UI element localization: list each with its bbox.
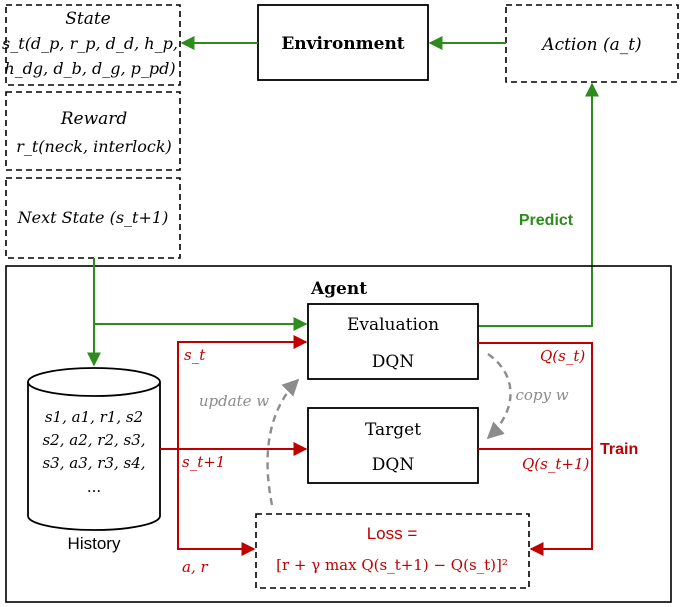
action-box — [505, 4, 679, 83]
history-database — [27, 367, 161, 531]
arrow-update-w — [266, 378, 300, 506]
edge-label-st1: s_t+1 — [182, 453, 225, 471]
arrow-history-st-to-evaluation — [177, 335, 308, 449]
evaluation-line-2: DQN — [372, 352, 415, 372]
history-row-4: ... — [87, 478, 101, 496]
target-line-2: DQN — [372, 455, 415, 475]
reward-line-1: r_t(neck, interlock) — [16, 137, 172, 156]
loss-formula: [r + γ max Q(s_t+1) − Q(s_t)]² — [276, 556, 508, 574]
update-w-label: update w — [199, 392, 269, 410]
train-label: Train — [600, 441, 638, 458]
edge-label-ar: a, r — [182, 558, 208, 576]
agent-box — [5, 265, 672, 603]
target-line-1: Target — [365, 420, 421, 440]
target-dqn-box — [307, 407, 479, 484]
edge-label-st: s_t — [184, 346, 206, 364]
history-label: History — [68, 534, 121, 553]
next-state-label: Next State (s_t+1) — [17, 208, 169, 227]
state-line-2: h_dg, d_b, d_g, p_pd) — [4, 59, 175, 78]
evaluation-dqn-box — [307, 303, 479, 380]
action-label: Action (a_t) — [540, 35, 641, 55]
copy-w-label: copy w — [515, 386, 568, 404]
environment-label: Environment — [281, 34, 404, 54]
arrow-evaluation-to-action — [478, 82, 599, 327]
agent-label: Agent — [310, 279, 367, 299]
state-title: State — [65, 9, 111, 29]
loss-title: Loss = — [367, 524, 418, 543]
edge-label-q-st: Q(s_t) — [540, 347, 585, 365]
history-row-2: s2, a2, r2, s3, — [42, 431, 145, 449]
arrow-evaluation-q-to-loss — [478, 342, 593, 556]
edge-label-q-st1: Q(s_t+1) — [522, 455, 589, 473]
evaluation-line-1: Evaluation — [347, 315, 439, 335]
reward-title: Reward — [60, 109, 128, 129]
loss-box — [255, 513, 530, 589]
reward-box — [5, 91, 181, 171]
arrow-copy-w — [486, 353, 512, 440]
history-row-1: s1, a1, r1, s2 — [45, 408, 143, 426]
state-line-1: s_t(d_p, r_p, d_d, h_p, — [2, 34, 178, 53]
state-box — [5, 4, 181, 86]
history-row-3: s3, a3, r3, s4, — [42, 454, 145, 472]
arrow-history-ar-to-loss — [177, 449, 256, 556]
predict-label: Predict — [519, 212, 574, 229]
